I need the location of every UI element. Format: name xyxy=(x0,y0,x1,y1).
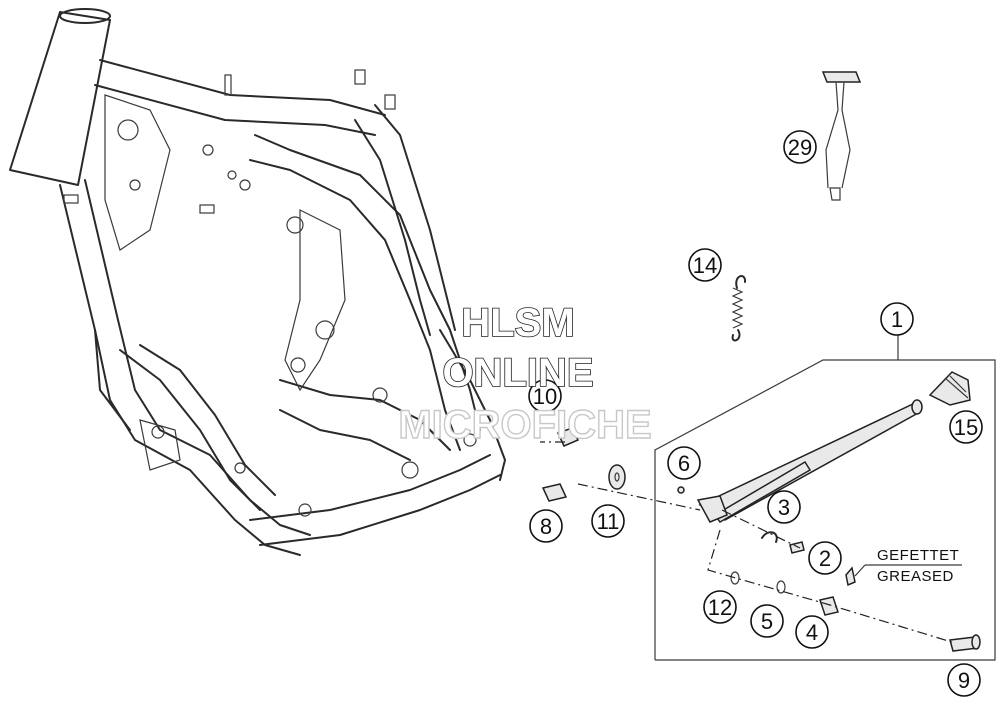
watermark-line-1: HLSM xyxy=(461,301,574,345)
callout-label: 1 xyxy=(891,307,903,332)
callout-circle xyxy=(688,248,722,282)
callout-label: 11 xyxy=(597,509,620,534)
callout-11: 11 xyxy=(591,504,625,538)
callout-1: 1 xyxy=(880,302,914,336)
callout-label: 8 xyxy=(540,514,552,539)
callout-circle xyxy=(528,379,562,413)
callout-circle xyxy=(767,490,801,524)
callout-label: 3 xyxy=(778,495,790,520)
callout-circle xyxy=(667,446,701,480)
callout-label: 10 xyxy=(533,384,557,409)
grease-note: GEFETTET GREASED xyxy=(854,547,962,585)
note-greased: GREASED xyxy=(877,568,954,585)
callout-label: 15 xyxy=(954,415,978,440)
callout-label: 12 xyxy=(708,595,732,620)
watermark-line-2: ONLINE xyxy=(442,351,593,395)
callout-12: 12 xyxy=(703,590,737,624)
callout-9: 9 xyxy=(947,663,981,697)
note-gefettet: GEFETTET xyxy=(877,547,959,564)
callout-label: 4 xyxy=(806,620,818,645)
watermark: HLSM ONLINE MICROFICHE xyxy=(398,300,653,448)
callout-circle xyxy=(529,509,563,543)
callout-label: 9 xyxy=(958,668,970,693)
callout-circle xyxy=(795,615,829,649)
side-stand-foot xyxy=(928,371,971,406)
assembly-group-outline xyxy=(654,334,996,661)
callout-4: 4 xyxy=(795,615,829,649)
callout-circle xyxy=(591,504,625,538)
callout-circle xyxy=(947,663,981,697)
callout-label: 14 xyxy=(693,253,717,278)
callout-circle xyxy=(949,410,983,444)
callout-6: 6 xyxy=(667,446,701,480)
callout-label: 5 xyxy=(761,609,773,634)
callout-2: 2 xyxy=(808,541,842,575)
callout-15: 15 xyxy=(949,410,983,444)
callout-5: 5 xyxy=(750,604,784,638)
callout-label: 29 xyxy=(788,135,812,160)
callout-3: 3 xyxy=(767,490,801,524)
callout-8: 8 xyxy=(529,509,563,543)
callout-circle xyxy=(750,604,784,638)
small-parts xyxy=(541,427,981,652)
frame-drawing xyxy=(9,8,506,556)
spring-part xyxy=(731,275,747,342)
callout-10: 10 xyxy=(528,379,562,413)
callout-circle xyxy=(880,302,914,336)
callout-label: 6 xyxy=(678,451,690,476)
watermark-line-3: MICROFICHE xyxy=(398,403,651,447)
special-tool xyxy=(821,71,862,201)
assembly-lines xyxy=(540,441,956,644)
callout-14: 14 xyxy=(688,248,722,282)
callout-circle xyxy=(783,130,817,164)
callout-label: 2 xyxy=(819,546,831,571)
callout-circle xyxy=(703,590,737,624)
side-stand-leg xyxy=(696,399,923,523)
callout-29: 29 xyxy=(783,130,817,164)
callout-circle xyxy=(808,541,842,575)
